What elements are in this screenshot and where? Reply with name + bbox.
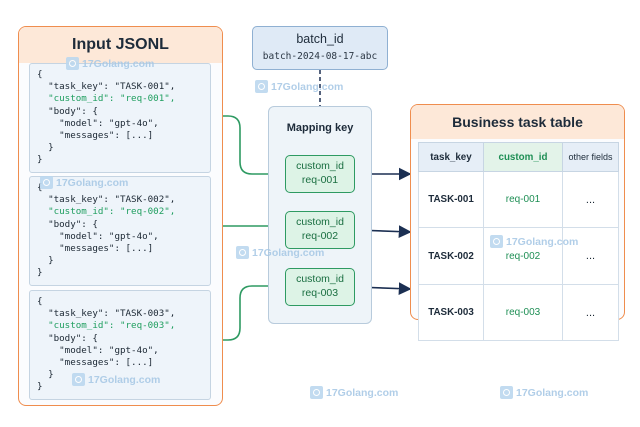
watermark: 17Golang.com xyxy=(255,80,343,93)
watermark: 17Golang.com xyxy=(490,235,578,248)
custom-id-node-label: custom_id xyxy=(296,216,344,228)
watermark: 17Golang.com xyxy=(500,386,588,399)
jsonl-record-2: { "task_key": "TASK-002", "custom_id": "… xyxy=(29,176,211,286)
watermark: 17Golang.com xyxy=(72,373,160,386)
watermark-logo-icon xyxy=(40,176,53,189)
cell-other-fields: ... xyxy=(562,171,619,228)
custom-id-node-value: req-003 xyxy=(301,287,339,299)
mapping-key-title: Mapping key xyxy=(286,122,354,134)
table-row: TASK-001 req-001 ... xyxy=(418,171,619,228)
watermark: 17Golang.com xyxy=(66,57,154,70)
cell-task-key: TASK-001 xyxy=(418,171,484,228)
link-record3-mapping xyxy=(212,279,286,341)
watermark: 17Golang.com xyxy=(310,386,398,399)
custom-id-node-2: custom_id req-002 xyxy=(285,211,355,249)
input-jsonl-title: Input JSONL xyxy=(19,27,222,63)
cell-task-key: TASK-003 xyxy=(418,284,484,341)
batch-id-value: batch-2024-08-17-abc xyxy=(262,51,378,62)
watermark-logo-icon xyxy=(310,386,323,399)
custom-id-node-label: custom_id xyxy=(296,160,344,172)
watermark-logo-icon xyxy=(236,246,249,259)
watermark-logo-icon xyxy=(490,235,503,248)
column-header-other-fields: other fields xyxy=(562,142,619,172)
jsonl-record-1: { "task_key": "TASK-001", "custom_id": "… xyxy=(29,63,211,173)
batch-id-title: batch_id xyxy=(296,32,344,46)
column-header-custom-id: custom_id xyxy=(483,142,563,172)
watermark-logo-icon xyxy=(66,57,79,70)
watermark-logo-icon xyxy=(72,373,85,386)
custom-id-node-3: custom_id req-003 xyxy=(285,268,355,306)
watermark: 17Golang.com xyxy=(236,246,324,259)
cell-custom-id: req-003 xyxy=(483,284,563,341)
cell-custom-id: req-001 xyxy=(483,171,563,228)
jsonl-record-3: { "task_key": "TASK-003", "custom_id": "… xyxy=(29,290,211,400)
link-record1-mapping xyxy=(212,115,286,181)
cell-other-fields: ... xyxy=(562,284,619,341)
custom-id-node-label: custom_id xyxy=(296,273,344,285)
column-header-task-key: task_key xyxy=(418,142,484,172)
custom-id-node-value: req-001 xyxy=(301,174,339,186)
batch-id-box: batch_id batch-2024-08-17-abc xyxy=(252,26,388,70)
custom-id-node-value: req-002 xyxy=(301,230,339,242)
business-task-table: task_key custom_id other fields TASK-001… xyxy=(418,142,619,341)
custom-id-node-1: custom_id req-001 xyxy=(285,155,355,193)
watermark: 17Golang.com xyxy=(40,176,128,189)
table-row: TASK-002 req-002 ... xyxy=(418,227,619,285)
cell-task-key: TASK-002 xyxy=(418,227,484,285)
watermark-logo-icon xyxy=(255,80,268,93)
watermark-logo-icon xyxy=(500,386,513,399)
business-task-table-title: Business task table xyxy=(411,105,624,139)
table-row: TASK-003 req-003 ... xyxy=(418,284,619,341)
cell-other-fields: ... xyxy=(562,227,619,285)
table-header-row: task_key custom_id other fields xyxy=(418,142,619,172)
